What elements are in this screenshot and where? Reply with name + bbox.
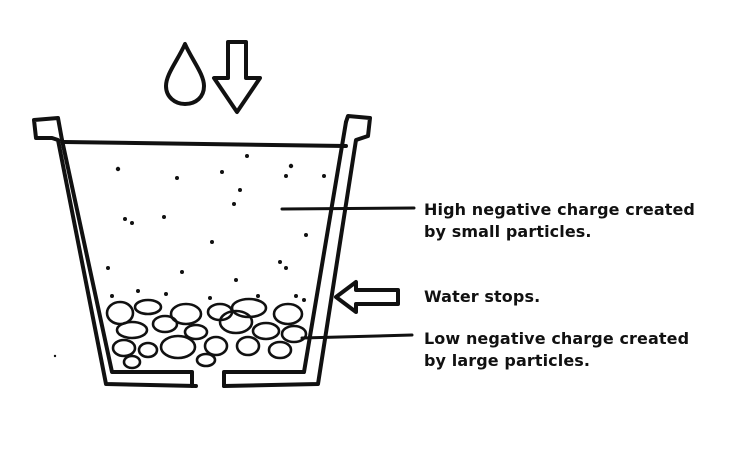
pot-inner-wall — [60, 120, 348, 388]
label-low-line-2: by large particles. — [424, 351, 591, 370]
water-drop-icon — [164, 42, 206, 106]
fine-particles — [53, 154, 326, 358]
label-water-stops: Water stops. — [424, 286, 540, 308]
label-low-line-1: Low negative charge created — [424, 329, 690, 348]
left-arrow-icon — [334, 280, 400, 314]
label-low-negative-charge: Low negative charge created by large par… — [424, 328, 689, 372]
label-stop-line-1: Water stops. — [424, 287, 541, 306]
gravel-layer — [105, 297, 308, 370]
label-high-line-1: High negative charge created — [424, 200, 695, 219]
pot-outer-wall — [32, 114, 372, 388]
soil-surface-line — [62, 140, 348, 148]
leader-line-high — [280, 206, 416, 211]
leader-lines — [280, 206, 416, 340]
down-arrow-icon — [212, 40, 262, 114]
label-high-negative-charge: High negative charge created by small pa… — [424, 199, 695, 243]
label-high-line-2: by small particles. — [424, 222, 592, 241]
leader-line-low — [300, 333, 414, 340]
